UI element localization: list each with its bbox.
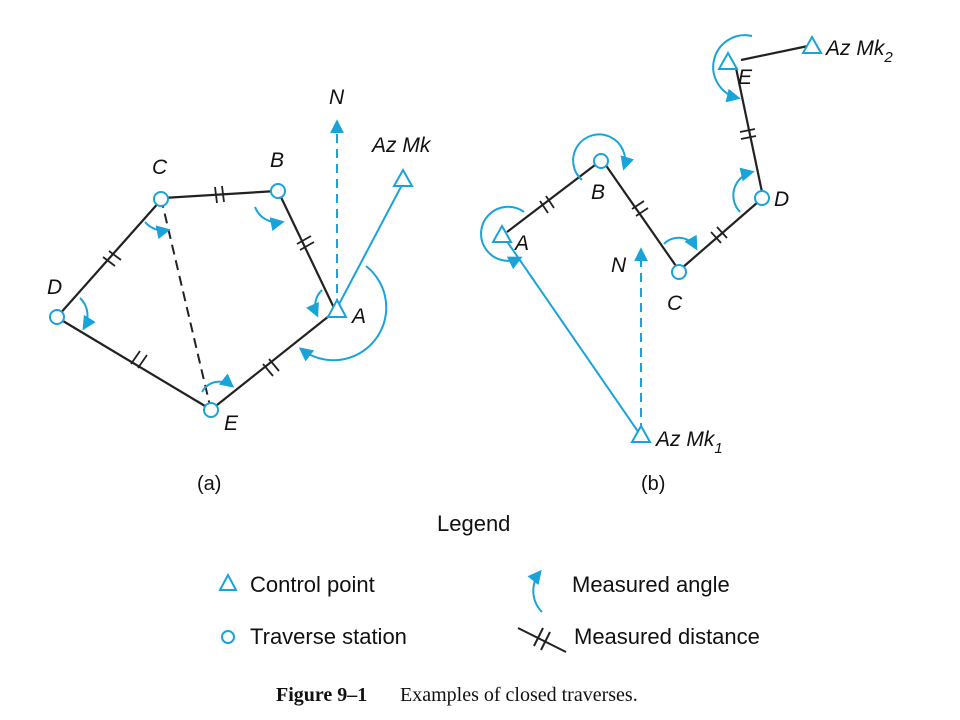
legend-traverse-station-label: Traverse station — [250, 624, 407, 649]
north-label: N — [329, 86, 345, 109]
north-label-b: N — [611, 254, 627, 277]
legend-measured-angle-label: Measured angle — [572, 572, 730, 597]
legend: Legend Control point Traverse station Me… — [218, 511, 760, 653]
angle-E — [201, 373, 235, 393]
leg-C-D — [57, 199, 162, 317]
arc-icon — [527, 569, 543, 613]
angle-A-interior — [306, 289, 323, 318]
station-b-C — [671, 264, 687, 280]
label-station-D: D — [47, 276, 62, 299]
caption-a: (a) — [197, 473, 221, 495]
control-point-az-mk2 — [801, 34, 823, 54]
azimuth-line — [336, 182, 404, 309]
azimuth-line-b — [505, 239, 640, 434]
station-B — [270, 183, 286, 199]
label-b-station-C: C — [667, 292, 683, 315]
traverse-legs — [57, 189, 336, 410]
label-station-E: E — [224, 412, 239, 435]
label-az-mk2: Az Mk2 — [824, 37, 893, 66]
measured-angles-b — [480, 34, 755, 270]
label-b-station-E: E — [738, 66, 753, 89]
distance-ticks-b — [539, 128, 757, 244]
traverse-stations-b — [491, 34, 823, 443]
label-az-mk1: Az Mk1 — [654, 428, 723, 457]
station-b-B — [593, 153, 609, 169]
angle-b-D — [732, 167, 755, 213]
control-point-az-mk1 — [630, 423, 652, 443]
station-D — [49, 309, 65, 325]
angle-b-E — [712, 34, 753, 103]
angle-b-B — [572, 133, 634, 181]
label-station-A: A — [350, 305, 366, 328]
circle-icon — [221, 630, 235, 644]
double-tick-line-icon — [517, 627, 567, 653]
figure-caption: Figure 9–1 Examples of closed traverses. — [276, 684, 638, 706]
control-point-az-mk — [392, 167, 414, 187]
label-b-station-B: B — [591, 181, 605, 204]
leg-D-E — [57, 317, 211, 410]
figure-caption-text: Examples of closed traverses. — [400, 684, 638, 706]
leg-E-A — [211, 311, 335, 410]
legend-title: Legend — [437, 511, 510, 536]
control-point-b-E — [717, 50, 739, 70]
label-station-C: C — [152, 156, 168, 179]
label-b-station-D: D — [774, 188, 789, 211]
label-station-B: B — [270, 149, 284, 172]
distance-ticks — [102, 185, 315, 377]
traverse-stations — [49, 167, 414, 418]
legend-measured-distance-label: Measured distance — [574, 624, 760, 649]
angle-A-exterior — [298, 265, 388, 362]
control-point-A — [326, 297, 348, 318]
station-b-D — [754, 190, 770, 206]
leg-A-B — [278, 192, 336, 311]
legend-control-point-label: Control point — [250, 572, 375, 597]
leg-B-C — [162, 189, 278, 200]
traverse-legs-b — [506, 44, 809, 269]
angle-b-C — [663, 234, 698, 251]
angle-b-A — [480, 205, 525, 270]
station-E — [203, 402, 219, 418]
angle-B — [254, 206, 285, 232]
label-b-station-A: A — [513, 232, 529, 255]
triangle-icon — [218, 572, 238, 591]
azimuth-mark-label: Az Mk — [370, 134, 432, 157]
dashed-diagonal-C-E — [160, 197, 212, 411]
figure-number: Figure 9–1 — [276, 684, 367, 706]
angle-C — [144, 221, 171, 240]
diagram-a: N Az Mk — [47, 86, 432, 495]
caption-b: (b) — [641, 473, 665, 495]
measured-angles — [79, 206, 388, 393]
diagram-b: N — [480, 34, 893, 495]
control-point-b-A — [491, 223, 513, 243]
station-C — [153, 191, 169, 207]
angle-D — [79, 297, 96, 331]
